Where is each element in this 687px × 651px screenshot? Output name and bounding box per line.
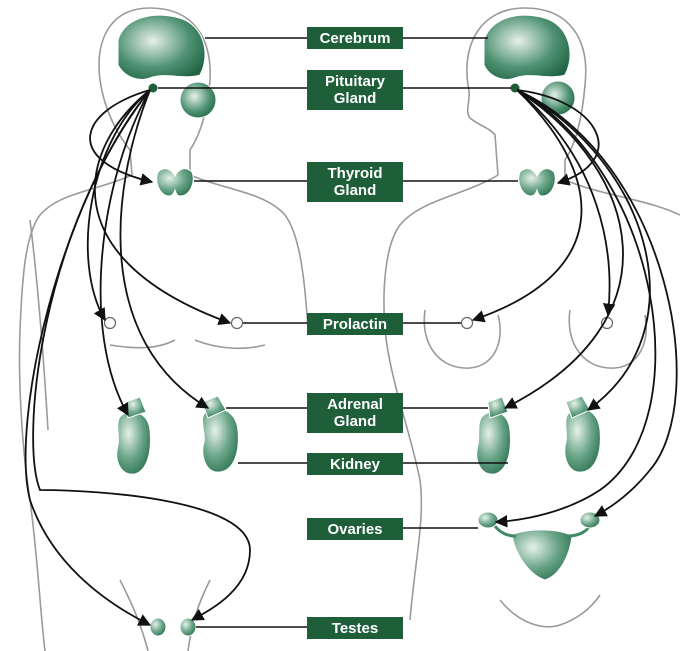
prolactin-label: Prolactin — [307, 313, 403, 335]
male-torso-outline-right — [190, 175, 308, 330]
testes-label-text: Testes — [332, 620, 378, 637]
male-nipple-right — [232, 318, 243, 329]
male-thyroid — [157, 169, 194, 196]
kidney-label: Kidney — [307, 453, 403, 475]
female-breast-left — [424, 310, 500, 368]
pituitary-label-line2: Gland — [334, 90, 377, 107]
female-thyroid — [519, 169, 556, 196]
male-chest-line — [110, 340, 175, 348]
female-uterus — [512, 530, 572, 580]
male-arrow-to-left-nipple — [88, 90, 150, 320]
female-kidney-left — [477, 412, 511, 474]
female-arrow-to-left-nipple — [473, 90, 581, 320]
prolactin-label-text: Prolactin — [323, 316, 387, 333]
male-kidney-left — [117, 412, 151, 474]
thyroid-label-line1: Thyroid — [328, 165, 383, 182]
male-cerebrum — [118, 15, 205, 79]
adrenal-label-line2: Gland — [334, 413, 377, 430]
male-arrow-to-right-testis — [33, 90, 250, 620]
male-chest-line-right — [195, 340, 265, 348]
male-testis-right — [180, 618, 196, 636]
male-hormone-arrows — [26, 90, 250, 625]
pituitary-label-line1: Pituitary — [325, 73, 385, 90]
male-testis-left — [150, 618, 166, 636]
male-figure — [19, 8, 308, 651]
male-arrow-to-right-nipple — [95, 90, 230, 323]
male-nipple-left — [105, 318, 116, 329]
female-cerebrum — [484, 15, 570, 79]
female-breast-right — [569, 310, 646, 368]
pituitary-gland-label: Pituitary Gland — [307, 70, 403, 110]
cerebrum-label-text: Cerebrum — [320, 30, 391, 47]
female-ovary-left — [478, 512, 498, 528]
female-nipple-left — [462, 318, 473, 329]
male-adrenal-left — [126, 397, 146, 418]
kidney-label-text: Kidney — [330, 456, 380, 473]
thyroid-gland-label: Thyroid Gland — [307, 162, 403, 202]
female-arrow-to-left-adrenal — [505, 90, 623, 408]
male-arrow-to-right-adrenal — [120, 90, 208, 408]
testes-label: Testes — [307, 617, 403, 639]
adrenal-label-line1: Adrenal — [327, 396, 383, 413]
adrenal-gland-label: Adrenal Gland — [307, 393, 403, 433]
thyroid-label-line2: Gland — [334, 182, 377, 199]
ovaries-label-text: Ovaries — [327, 521, 382, 538]
female-kidney-right — [565, 409, 601, 473]
male-torso-outline — [19, 175, 132, 651]
cerebrum-label: Cerebrum — [307, 27, 403, 49]
ovaries-label: Ovaries — [307, 518, 403, 540]
female-hip-line — [500, 595, 600, 627]
